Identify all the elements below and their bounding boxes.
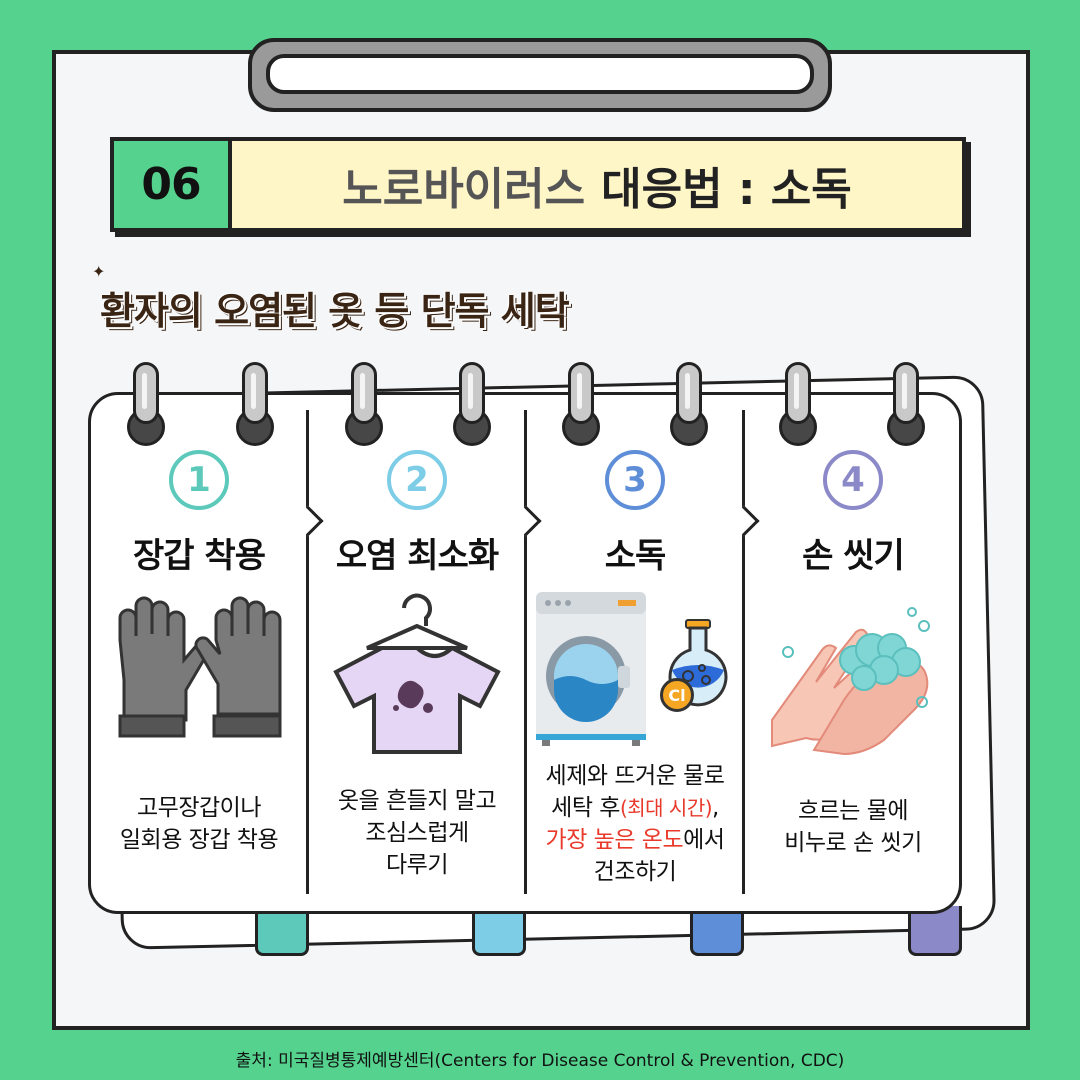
tshirt-icon: [333, 593, 501, 754]
page-title: 노로바이러스 대응법 : 소독: [232, 141, 962, 228]
sparkle-icon: ✦: [92, 262, 106, 281]
section-number: 06: [114, 141, 232, 228]
desc-line: 세탁 후(최대 시간),: [551, 795, 719, 821]
binder-ring-icon: [562, 362, 600, 446]
step-2: 2 오염 최소화 옷을 흔들지 말고 조심스럽게 다루기: [308, 450, 526, 878]
calendar-tab: [472, 906, 526, 956]
title-virus: 노로바이러스: [342, 163, 586, 215]
binder-ring-icon: [236, 362, 274, 446]
binder-ring-icon: [779, 362, 817, 446]
step-number: 2: [387, 450, 447, 510]
source-footer: 출처: 미국질병통제예방센터(Centers for Disease Contr…: [235, 1051, 845, 1071]
step-title: 장갑 착용: [133, 536, 266, 576]
chlorine-badge: Cl: [660, 678, 694, 712]
hand-washing-icon: [771, 607, 930, 756]
column-divider: [306, 410, 309, 894]
binder-ring-icon: [127, 362, 165, 446]
step-title: 손 씻기: [802, 536, 905, 576]
desc-line: 다루기: [386, 852, 448, 878]
step-description: 세제와 뜨거운 물로 세탁 후(최대 시간), 가장 높은 온도에서 건조하기: [522, 760, 748, 888]
desc-line: 건조하기: [593, 859, 677, 885]
column-divider: [524, 410, 527, 894]
step-title: 오염 최소화: [335, 536, 499, 576]
title-banner: 06 노로바이러스 대응법 : 소독: [110, 137, 966, 232]
step-4: 4 손 씻기 흐르는 물에 비누로 손 씻기: [744, 450, 962, 856]
step-title: 소독: [604, 536, 667, 576]
subtitle: 환자의 오염된 옷 등 단독 세탁: [100, 289, 570, 333]
step-description: 흐르는 물에 비누로 손 씻기: [744, 795, 962, 859]
desc-line: 가장 높은 온도에서: [545, 827, 725, 853]
title-method: 대응법 : 소독: [601, 163, 852, 215]
gloves-icon: [118, 596, 282, 738]
clipboard-clip: [248, 38, 832, 112]
binder-ring-icon: [453, 362, 491, 446]
desc-line: 옷을 흔들지 말고: [337, 788, 497, 814]
calendar-tab: [255, 906, 309, 956]
step-description: 옷을 흔들지 말고 조심스럽게 다루기: [308, 785, 526, 881]
step-description: 고무장갑이나 일회용 장갑 착용: [90, 792, 308, 856]
desc-line: 흐르는 물에: [797, 798, 909, 824]
step-number: 4: [823, 450, 883, 510]
desc-line: 비누로 손 씻기: [784, 830, 922, 856]
calendar-tab: [908, 906, 962, 956]
step-number: 1: [169, 450, 229, 510]
binder-ring-icon: [887, 362, 925, 446]
desc-line: 일회용 장갑 착용: [119, 827, 279, 853]
column-divider: [742, 410, 745, 894]
calendar-tab: [690, 906, 744, 956]
desc-line: 고무장갑이나: [137, 795, 261, 821]
step-3: 3 소독 Cl 세제와 뜨거운 물로 세탁 후(최대 시간), 가장 높은 온도…: [526, 450, 744, 885]
step-1: 1 장갑 착용 고무장갑이나 일회용 장갑 착용: [90, 450, 308, 853]
step-number: 3: [605, 450, 665, 510]
desc-line: 조심스럽게: [365, 820, 469, 846]
binder-ring-icon: [345, 362, 383, 446]
washing-machine-icon: [536, 592, 646, 746]
desc-line: 세제와 뜨거운 물로: [545, 763, 725, 789]
binder-ring-icon: [670, 362, 708, 446]
